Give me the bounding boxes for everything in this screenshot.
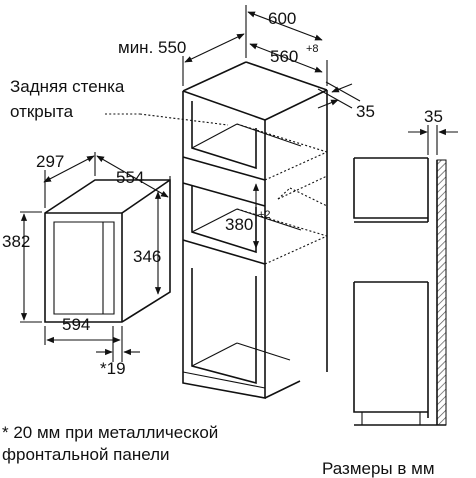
dim-594: 594	[62, 315, 90, 334]
dim-35-side-line	[408, 125, 458, 155]
footnote-line1: * 20 мм при металлической	[2, 423, 218, 442]
dim-346: 346	[133, 247, 161, 266]
side-view-drawing	[353, 157, 447, 426]
microwave-drawing	[44, 179, 171, 323]
dim-35: 35	[356, 102, 375, 121]
dim-297-554	[43, 152, 171, 208]
dim-560-line	[249, 43, 323, 73]
footnote-line2: фронтальной панели	[2, 445, 170, 464]
dim-550: мин. 550	[118, 38, 186, 57]
dim-554: 554	[116, 168, 144, 187]
dim-560-tolerance: +8	[306, 43, 319, 55]
dim-600: 600	[268, 9, 296, 28]
dim-382: 382	[2, 232, 30, 251]
dim-35-line	[317, 81, 361, 109]
dim-19-line	[96, 326, 140, 362]
back-wall-leader-2	[139, 113, 229, 126]
dim-594-line	[44, 326, 123, 362]
dim-35-side: 35	[424, 107, 443, 126]
cabinet-drawing	[182, 61, 328, 399]
wall-hatch	[436, 159, 447, 426]
units-watermark: Размеры в мм	[322, 459, 435, 478]
dim-560: 560	[270, 47, 298, 66]
dim-380: 380	[225, 215, 253, 234]
dim-19: *19	[100, 359, 126, 378]
dim-550-line	[182, 33, 245, 86]
dim-382-line	[20, 211, 42, 323]
dim-297: 297	[36, 152, 64, 171]
dim-380-tolerance: +2	[258, 209, 271, 221]
back-wall-label-line1: Задняя стенка	[10, 77, 125, 96]
back-wall-label-line2: открыта	[10, 102, 74, 121]
dim-600-line	[245, 5, 328, 86]
